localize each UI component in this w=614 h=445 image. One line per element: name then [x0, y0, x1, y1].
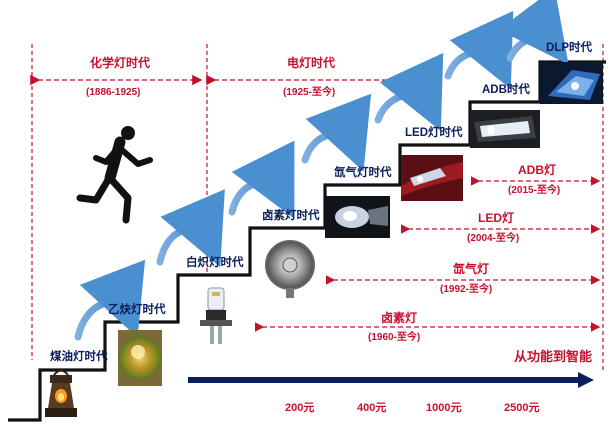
- range-halogen-name: 卤素灯: [381, 311, 418, 325]
- xenon-headlamp-photo: [325, 196, 390, 238]
- range-arrows: [254, 176, 601, 332]
- adb-headlamp-photo: [470, 110, 540, 148]
- era-electric-name: 电灯时代: [287, 56, 336, 70]
- range-halogen-years: (1960-至今): [368, 332, 421, 343]
- price-label-2: 400元: [357, 402, 387, 414]
- incandescent-bulb-icon: [200, 287, 232, 344]
- step-incandescent-label: 白炽灯时代: [186, 257, 244, 269]
- range-led-years: (2004-至今): [467, 233, 520, 244]
- step-kerosene-label: 煤油灯时代: [50, 351, 108, 363]
- led-headlamp-photo: [401, 155, 463, 201]
- range-adb-name: ADB灯: [518, 163, 556, 177]
- acetylene-lamp-icon: [118, 330, 162, 386]
- price-label-3: 1000元: [426, 402, 462, 414]
- range-led-name: LED灯: [478, 211, 515, 225]
- era-chemical-years: (1886-1925): [86, 87, 141, 98]
- price-trend-arrow: [188, 372, 594, 388]
- step-led-label: LED灯时代: [405, 127, 463, 139]
- kerosene-lamp-icon: [45, 369, 77, 417]
- era-electric-years: (1925-至今): [283, 87, 336, 98]
- running-man-icon: [76, 126, 153, 224]
- range-adb-years: (2015-至今): [508, 185, 561, 196]
- staircase: [8, 60, 606, 422]
- step-xenon-label: 氙气灯时代: [334, 167, 392, 179]
- price-label-1: 200元: [285, 402, 315, 414]
- era-chemical-name: 化学灯时代: [90, 56, 151, 70]
- range-xenon-name: 氙气灯: [453, 262, 490, 276]
- step-acetylene-label: 乙炔灯时代: [108, 304, 166, 316]
- range-xenon-years: (1992-至今): [440, 284, 493, 295]
- step-adb-label: ADB时代: [482, 84, 530, 96]
- step-halogen-label: 卤素灯时代: [262, 210, 320, 222]
- price-label-4: 2500元: [504, 402, 540, 414]
- step-arrows: [74, 0, 569, 341]
- step-dlp-label: DLP时代: [546, 42, 592, 54]
- trend-label: 从功能到智能: [514, 349, 593, 364]
- halogen-reflector-icon: [265, 240, 315, 298]
- dlp-photo: [540, 62, 603, 104]
